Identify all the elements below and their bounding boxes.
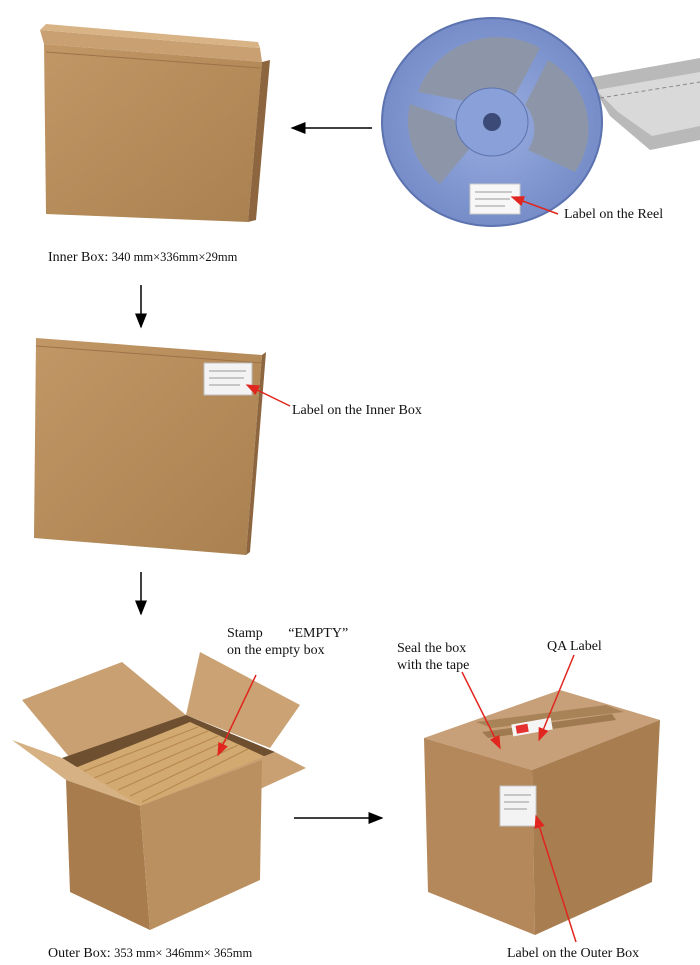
stamp-empty-caption: Stamp “EMPTY” on the empty box	[227, 625, 348, 659]
inner-box-dimensions: Inner Box: 340 mm×336mm×29mm	[48, 249, 237, 266]
outer-box-prefix: Outer Box:	[48, 946, 111, 961]
pointer-empty-stamp	[217, 674, 257, 757]
seal-caption: Seal the box with the tape	[397, 640, 469, 674]
pointer-reel-label	[510, 196, 559, 215]
outer-box-dimensions: Outer Box: 353 mm× 346mm× 365mm	[48, 945, 252, 962]
outer-box-dims: 353 mm× 346mm× 365mm	[114, 946, 253, 960]
inner-box-label-caption: Label on the Inner Box	[292, 403, 422, 418]
inner-box-dims: 340 mm×336mm×29mm	[111, 250, 238, 264]
pointer-outer-box-label	[534, 814, 577, 943]
stamp-line2: on the empty box	[227, 643, 325, 658]
outer-box-label-caption: Label on the Outer Box	[507, 946, 640, 961]
seal-line2: with the tape	[397, 658, 470, 673]
pointer-inner-box-label	[245, 384, 291, 407]
pointer-seal-tape	[461, 671, 501, 750]
pointer-qa-label	[538, 654, 575, 742]
inner-box-prefix: Inner Box:	[48, 250, 109, 265]
stamp-word: Stamp	[227, 626, 263, 641]
stamp-empty-word: “EMPTY”	[288, 626, 349, 641]
closed-inner-box-image	[34, 338, 266, 555]
sealed-outer-box-image	[424, 690, 660, 935]
open-inner-box-image	[40, 24, 270, 222]
seal-line1: Seal the box	[397, 641, 467, 656]
qa-label-caption: QA Label	[547, 639, 602, 654]
reel-label-caption: Label on the Reel	[564, 207, 664, 222]
open-outer-box-image	[12, 652, 306, 930]
reel-image	[381, 17, 700, 227]
